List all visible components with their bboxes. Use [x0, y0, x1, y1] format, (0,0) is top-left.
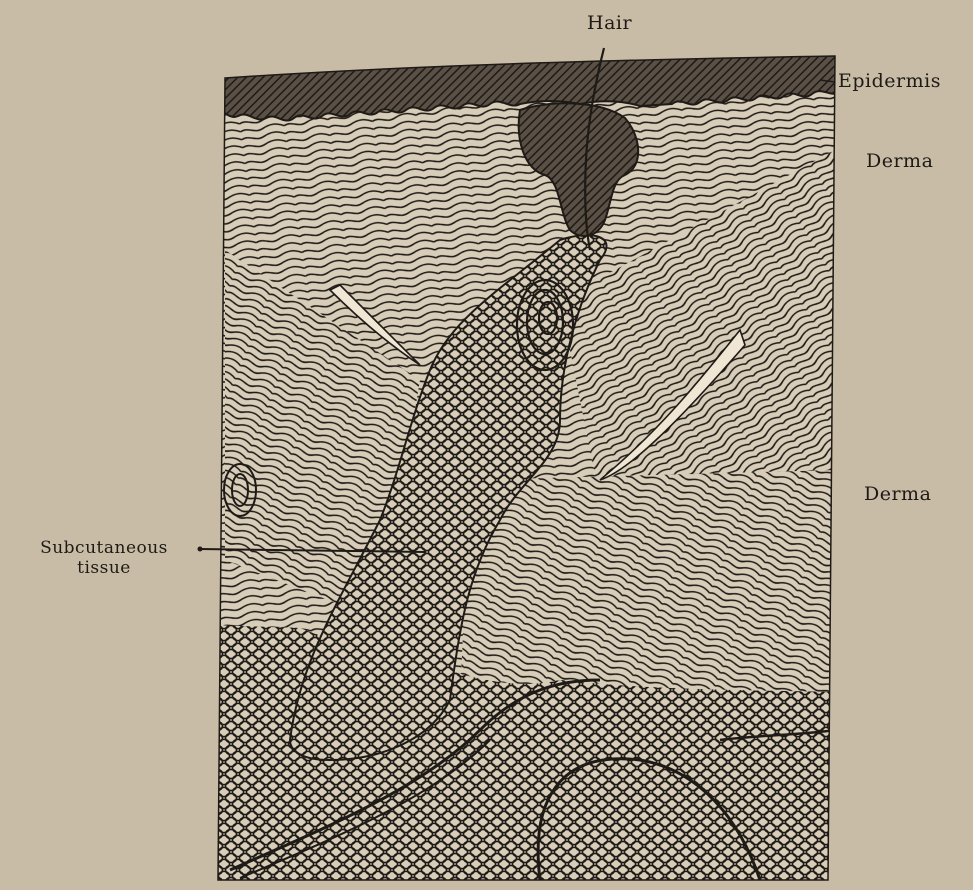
derma-lower-label: Derma	[864, 483, 931, 505]
subcutaneous-tissue-label: Subcutaneous tissue	[10, 538, 198, 578]
epidermis-label: Epidermis	[838, 70, 941, 92]
subcutaneous-label-line1: Subcutaneous	[10, 538, 198, 558]
derma-upper-label: Derma	[866, 150, 933, 172]
hair-label: Hair	[587, 12, 632, 34]
tissue-block	[210, 54, 840, 886]
dermis-fiber-band-lower	[460, 470, 835, 700]
subcutaneous-label-line2: tissue	[10, 558, 198, 578]
